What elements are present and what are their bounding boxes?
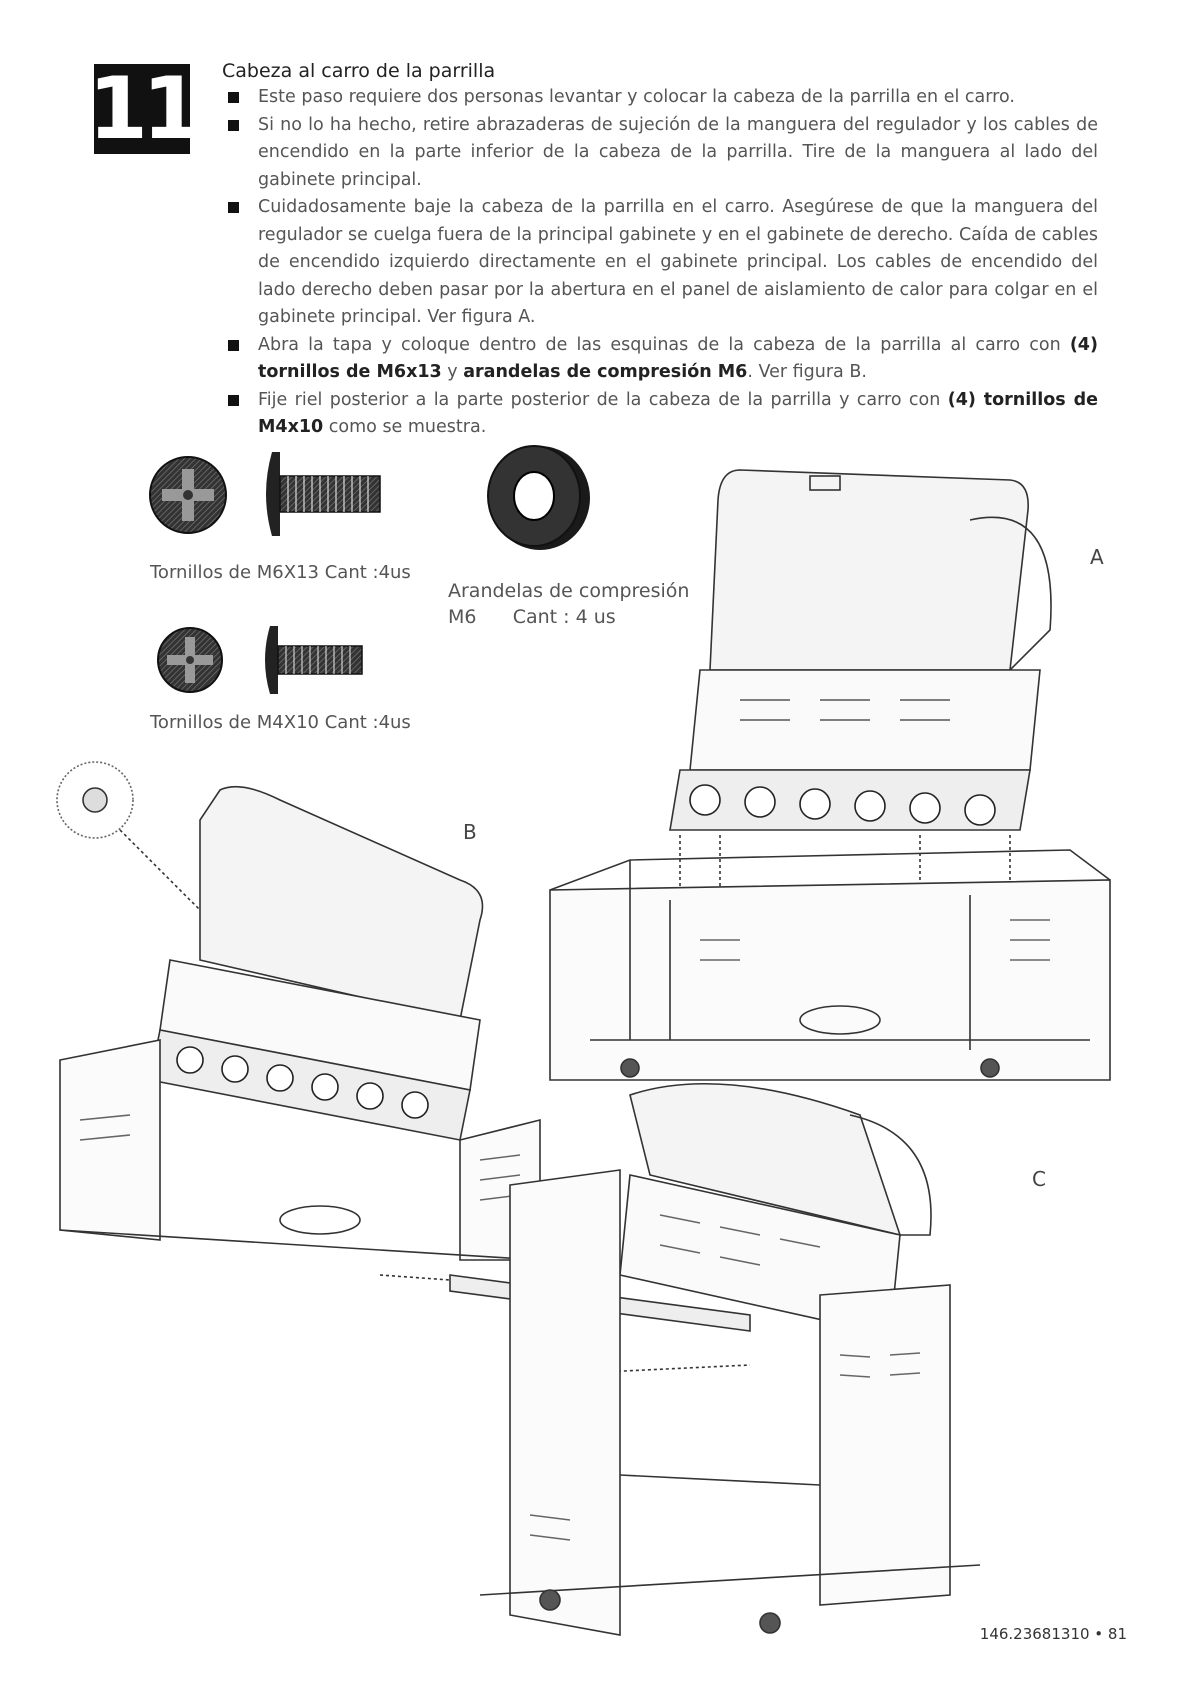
instruction-text: Si no lo ha hecho, retire abrazaderas de… xyxy=(258,114,1098,190)
figure-c-label: C xyxy=(1032,1167,1046,1191)
screw-m6-side-icon xyxy=(266,452,381,536)
instruction-list: Este paso requiere dos personas levantar… xyxy=(228,84,1099,442)
page-footer: 146.23681310 • 81 xyxy=(979,1625,1127,1643)
screw-m4-side-icon xyxy=(265,626,363,694)
step-title: Cabeza al carro de la parrilla xyxy=(222,60,496,82)
instruction-item: Este paso requiere dos personas levantar… xyxy=(228,84,1098,112)
instruction-item: Fije riel posterior a la parte posterior… xyxy=(228,387,1099,442)
washer-label-line2: M6 Cant : 4 us xyxy=(448,606,616,628)
figure-b-label: B xyxy=(463,820,477,844)
instruction-item: Cuidadosamente baje la cabeza de la parr… xyxy=(228,194,1098,332)
instruction-text: como se muestra. xyxy=(323,417,487,437)
step-number-badge: 11 xyxy=(88,59,202,159)
instruction-text: . Ver figura B. xyxy=(747,362,867,382)
washer-label-line1: Arandelas de compresión xyxy=(448,580,690,602)
instruction-text: Cuidadosamente baje la cabeza de la parr… xyxy=(258,197,1098,327)
screw-m6-label: Tornillos de M6X13 Cant :4us xyxy=(150,562,411,583)
screw-m6-head-icon xyxy=(149,456,227,534)
instruction-item: Abra la tapa y coloque dentro de las esq… xyxy=(228,332,1098,387)
figure-c-illustration xyxy=(379,1082,981,1636)
instruction-text: y xyxy=(441,362,464,382)
instruction-emphasis: (4) tornillos de M6x13 xyxy=(258,334,1098,383)
compression-washer-icon xyxy=(487,445,590,550)
instruction-text: Fije riel posterior a la parte posterior… xyxy=(258,389,948,410)
screw-m4-head-icon xyxy=(157,627,223,693)
figure-b-illustration xyxy=(56,761,541,1261)
figure-a-label: A xyxy=(1090,545,1104,569)
instruction-text: Abra la tapa y coloque dentro de las esq… xyxy=(258,334,1070,355)
screw-m4-label: Tornillos de M4X10 Cant :4us xyxy=(150,712,411,733)
instruction-emphasis: arandelas de compresión M6 xyxy=(463,362,748,382)
instruction-text: Este paso requiere dos personas levantar… xyxy=(258,87,1015,107)
figure-a-illustration xyxy=(549,469,1111,1081)
instruction-item: Si no lo ha hecho, retire abrazaderas de… xyxy=(228,112,1098,195)
instruction-emphasis: (4) tornillos de M4x10 xyxy=(258,389,1099,438)
